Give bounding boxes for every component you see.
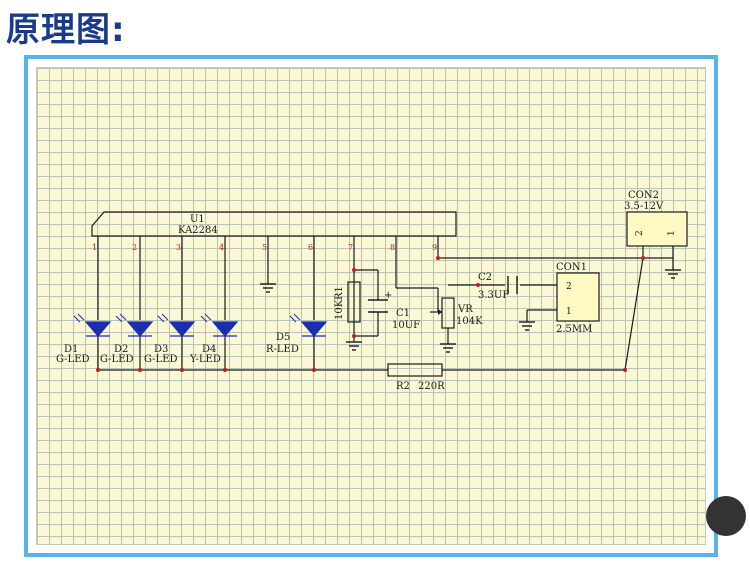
d1-value: G-LED [56, 354, 90, 365]
ic-part: KA2284 [178, 225, 218, 236]
d3-ref: D3 [154, 344, 168, 355]
led-d5-icon [300, 321, 328, 337]
led-d2-icon [126, 321, 154, 337]
d1-ref: D1 [64, 344, 78, 355]
pin-label: 1 [92, 243, 97, 252]
r1-value: 10K [334, 299, 345, 320]
led-d1-icon [84, 321, 112, 337]
d2-value: G-LED [100, 354, 134, 365]
vr-value: 104K [456, 316, 483, 327]
con2-connector [626, 211, 688, 247]
pin-label: 6 [308, 243, 313, 252]
vr-ref: VR [457, 304, 473, 315]
con1-connector [556, 272, 600, 322]
pin-label: 7 [348, 243, 353, 252]
ground-symbols [260, 269, 681, 353]
c2-ref: C2 [478, 272, 492, 283]
vr-potentiometer [441, 297, 455, 329]
led-d3-icon [168, 321, 196, 337]
con1-pin: 2 [566, 282, 572, 292]
con1-ref: CON1 [556, 262, 587, 273]
pin-label: 3 [176, 243, 181, 252]
page-title: 原理图: [6, 10, 126, 50]
r1-ref: R1 [334, 286, 345, 300]
con2-ref: CON2 [628, 190, 659, 201]
c2-value: 3.3UF [478, 290, 509, 301]
c1-ref: C1 [396, 308, 410, 319]
ic-ref: U1 [190, 214, 205, 225]
d3-value: G-LED [144, 354, 178, 365]
d5-ref: D5 [276, 332, 290, 343]
ic-body [91, 211, 457, 237]
d5-value: R-LED [266, 344, 299, 355]
d4-value: Y-LED [189, 354, 221, 365]
scroll-handle[interactable] [706, 496, 746, 536]
led-d4-icon [211, 321, 239, 337]
pin-label: 9 [432, 243, 437, 252]
r2-value: 220R [418, 381, 445, 392]
r1-resistor [347, 281, 361, 323]
d4-ref: D4 [202, 344, 216, 355]
r2-resistor [387, 363, 443, 377]
con2-pin: 1 [667, 230, 677, 236]
c1-value: 10UF [392, 320, 420, 331]
c1-plus: + [384, 290, 392, 301]
con2-value: 3.5-12V [624, 201, 664, 212]
con1-value: 2.5MM [556, 324, 592, 335]
d2-ref: D2 [114, 344, 128, 355]
pin-label: 8 [390, 243, 395, 252]
pin-label: 5 [262, 243, 267, 252]
con2-pin: 2 [635, 230, 645, 236]
pin-label: 4 [219, 243, 224, 252]
pin-label: 2 [132, 243, 137, 252]
con1-pin: 1 [566, 307, 572, 317]
r2-ref: R2 [396, 381, 410, 392]
